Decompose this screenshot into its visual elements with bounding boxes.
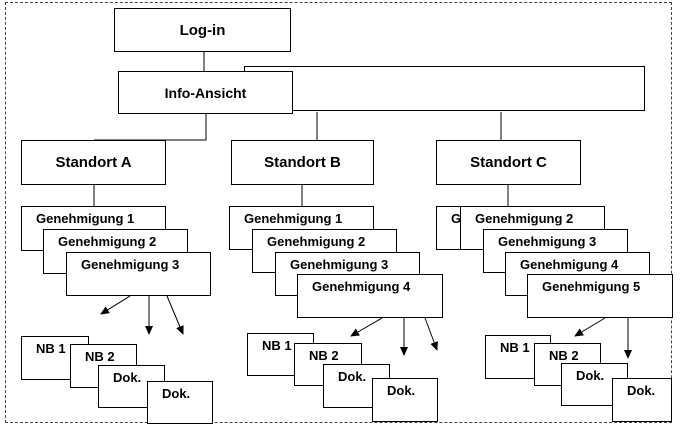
document-card: Dok. (612, 378, 672, 422)
info-ansicht-box: Info-Ansicht (118, 71, 293, 114)
document-card: Dok. (372, 378, 438, 422)
info-ansicht-back-box (244, 66, 645, 111)
arrow-a-3 (166, 295, 184, 335)
genehmigung-card: Genehmigung 4 (297, 274, 443, 318)
diagram-frame (5, 2, 672, 423)
document-card: Dok. (147, 381, 213, 424)
login-box: Log-in (114, 8, 291, 52)
genehmigung-card: Genehmigung 3 (66, 252, 211, 296)
standort-b-box: Standort B (231, 140, 374, 185)
arrow-b-1 (350, 317, 383, 337)
standort-c-box: Standort C (436, 140, 581, 185)
line-info-standort-a (94, 114, 207, 141)
genehmigung-card: Genehmigung 5 (527, 274, 673, 318)
standort-a-box: Standort A (21, 140, 166, 185)
arrow-b-3 (424, 317, 438, 351)
arrow-c-1 (574, 317, 606, 337)
arrow-a-1 (100, 295, 131, 315)
